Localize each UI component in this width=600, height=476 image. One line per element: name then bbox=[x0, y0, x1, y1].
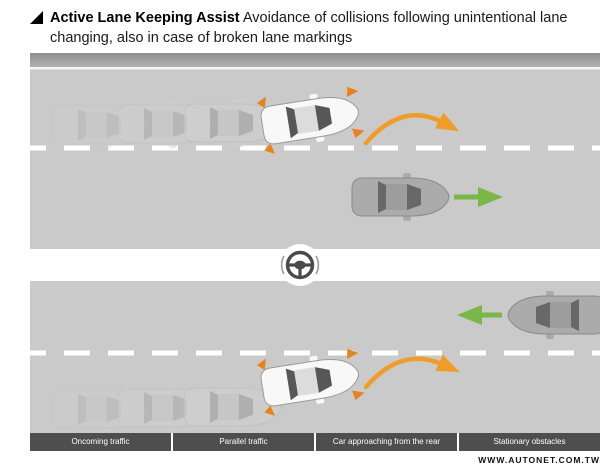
caption: Active Lane Keeping Assist Avoidance of … bbox=[0, 0, 600, 48]
legend-item-parallel-traffic: Parallel traffic bbox=[173, 433, 314, 451]
caption-marker-icon bbox=[30, 11, 43, 24]
steering-wheel-icon bbox=[279, 244, 321, 286]
diagram-canvas bbox=[30, 53, 600, 433]
lane-keeping-diagram: Oncoming traffic Parallel traffic Car ap… bbox=[30, 53, 600, 451]
top-edge-line bbox=[30, 67, 600, 70]
caption-subtitle: Avoidance of collisions following uninte… bbox=[50, 10, 568, 46]
caption-title: Active Lane Keeping Assist bbox=[50, 10, 240, 26]
legend-item-stationary-obstacles: Stationary obstacles bbox=[459, 433, 600, 451]
correction-arrow-icon bbox=[363, 112, 460, 146]
legend-item-car-approaching-from-rear: Car approaching from the rear bbox=[316, 433, 457, 451]
bottom-ghost-car-trail bbox=[51, 382, 282, 433]
top-road-surface bbox=[30, 53, 600, 249]
correction-arrow-icon bbox=[363, 354, 460, 390]
legend-bar: Oncoming traffic Parallel traffic Car ap… bbox=[30, 433, 600, 451]
legend-item-oncoming-traffic: Oncoming traffic bbox=[30, 433, 171, 451]
watermark: WWW.AUTONET.COM.TW bbox=[478, 455, 600, 465]
caption-text: Active Lane Keeping Assist Avoidance of … bbox=[50, 8, 570, 48]
top-road-shoulder bbox=[30, 53, 600, 67]
top-road-section bbox=[30, 53, 600, 249]
top-ghost-car-trail bbox=[51, 98, 282, 150]
